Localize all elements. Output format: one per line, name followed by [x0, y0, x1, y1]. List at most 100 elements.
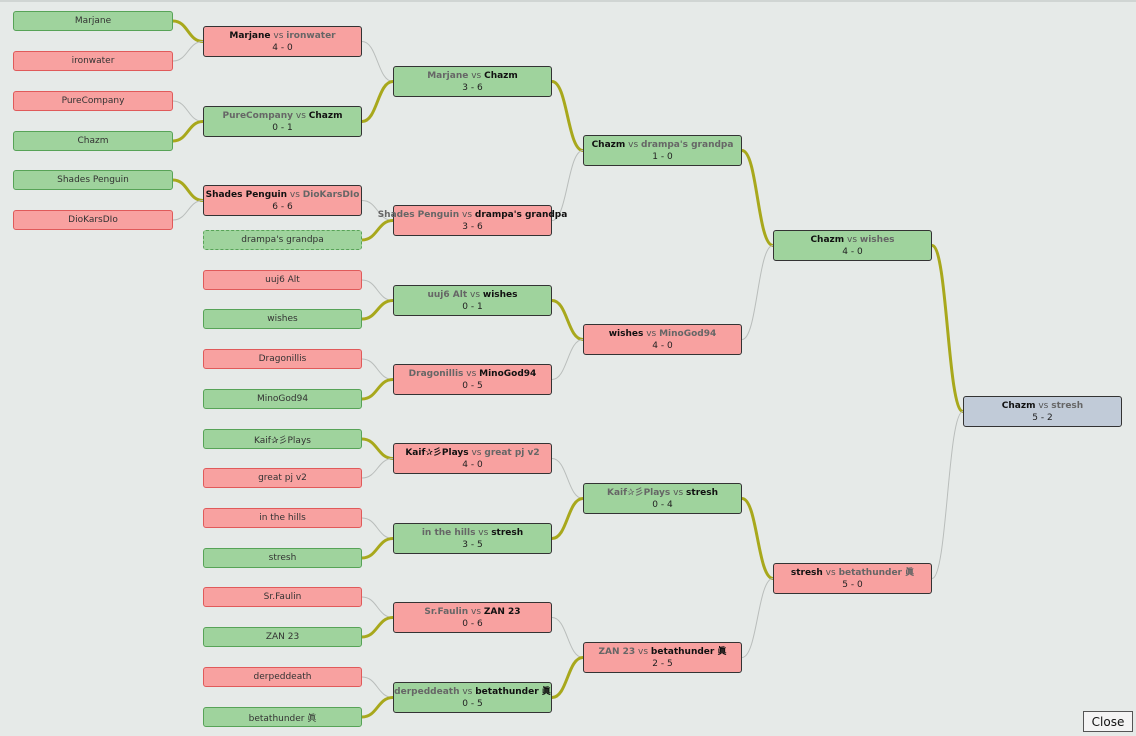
close-button[interactable]: Close [1083, 711, 1133, 732]
loser-connector [172, 100, 204, 122]
entrant-zan-23[interactable]: ZAN 23 [203, 627, 362, 647]
match-players: Chazm vs wishes [810, 234, 894, 246]
vs-label: vs [1035, 400, 1052, 411]
match-players: Sr.Faulin vs ZAN 23 [424, 606, 520, 618]
winner-connector [931, 244, 964, 413]
loser-connector [172, 41, 204, 62]
vs-label: vs [643, 328, 660, 339]
loser-connector [361, 517, 394, 539]
winner-connector [172, 19, 204, 43]
match-players: Marjane vs Chazm [427, 70, 518, 82]
match-players: Kaif✰彡Plays vs great pj v2 [405, 447, 539, 459]
loser-connector [551, 617, 584, 658]
match-players: Marjane vs ironwater [229, 30, 335, 42]
player-one-name: wishes [608, 328, 644, 339]
match-score: 0 - 5 [462, 698, 483, 709]
match-score: 0 - 1 [462, 301, 483, 312]
vs-label: vs [467, 289, 483, 300]
vs-label: vs [468, 606, 484, 617]
winner-connector [172, 120, 204, 143]
vs-label: vs [468, 70, 485, 81]
entrant-kaif-plays[interactable]: Kaif✰彡Plays [203, 429, 362, 449]
player-two-name: great pj v2 [484, 447, 540, 458]
winner-connector [361, 299, 394, 321]
vs-label: vs [670, 487, 687, 498]
match-score: 5 - 0 [842, 579, 863, 590]
entrant-stresh[interactable]: stresh [203, 548, 362, 568]
entrant-chazm[interactable]: Chazm [13, 131, 173, 151]
player-two-name: stresh [491, 527, 524, 538]
vs-label: vs [459, 209, 475, 220]
player-one-name: Chazm [810, 234, 845, 245]
entrant-uuj6-alt[interactable]: uuj6 Alt [203, 270, 362, 290]
entrant-minogod94[interactable]: MinoGod94 [203, 389, 362, 409]
winner-connector [551, 497, 584, 540]
entrant-great-pj-v2[interactable]: great pj v2 [203, 468, 362, 488]
top-border [0, 0, 1136, 2]
player-two-name: DioKarsDIo [302, 189, 360, 200]
match-players: wishes vs MinoGod94 [609, 328, 717, 340]
player-one-name: uuj6 Alt [427, 289, 468, 300]
winner-connector [361, 378, 394, 401]
player-two-name: betathunder 眞 [475, 686, 551, 697]
entrant-diokarsdio[interactable]: DioKarsDIo [13, 210, 173, 230]
loser-connector [361, 596, 394, 618]
winner-connector [361, 616, 394, 639]
entrant-betathunder[interactable]: betathunder 眞 [203, 707, 362, 727]
entrant-ironwater[interactable]: ironwater [13, 51, 173, 71]
entrant-in-the-hills[interactable]: in the hills [203, 508, 362, 528]
match-score: 3 - 5 [462, 539, 483, 550]
winner-connector [551, 80, 584, 152]
entrant-sr-faulin[interactable]: Sr.Faulin [203, 587, 362, 607]
loser-connector [361, 358, 394, 380]
entrant-drampa-s-grandpa[interactable]: drampa's grandpa [203, 230, 362, 250]
match-score: 0 - 6 [462, 618, 483, 629]
loser-connector [741, 578, 774, 658]
match-score: 5 - 2 [1032, 412, 1053, 423]
loser-connector [741, 245, 774, 340]
match-score: 3 - 6 [462, 82, 483, 93]
entrant-wishes[interactable]: wishes [203, 309, 362, 329]
vs-label: vs [270, 30, 287, 41]
player-two-name: ironwater [286, 30, 336, 41]
match-score: 4 - 0 [462, 459, 483, 470]
winner-connector [361, 219, 394, 242]
winner-connector [551, 299, 584, 341]
loser-connector [551, 458, 584, 499]
entrant-shades-penguin[interactable]: Shades Penguin [13, 170, 173, 190]
loser-connector [361, 279, 394, 301]
player-two-name: betathunder 眞 [838, 567, 915, 578]
player-one-name: Kaif✰彡Plays [405, 447, 469, 458]
entrant-marjane[interactable]: Marjane [13, 11, 173, 31]
vs-label: vs [844, 234, 860, 245]
loser-connector [931, 411, 964, 579]
vs-label: vs [625, 139, 642, 150]
player-two-name: MinoGod94 [659, 328, 717, 339]
entrant-dragonillis[interactable]: Dragonillis [203, 349, 362, 369]
player-two-name: MinoGod94 [479, 368, 537, 379]
entrant-purecompany[interactable]: PureCompany [13, 91, 173, 111]
match-players: derpeddeath vs betathunder 眞 [394, 686, 551, 698]
loser-connector [172, 200, 204, 221]
match-score: 0 - 5 [462, 380, 483, 391]
player-one-name: PureCompany [222, 110, 294, 121]
entrant-derpeddeath[interactable]: derpeddeath [203, 667, 362, 687]
